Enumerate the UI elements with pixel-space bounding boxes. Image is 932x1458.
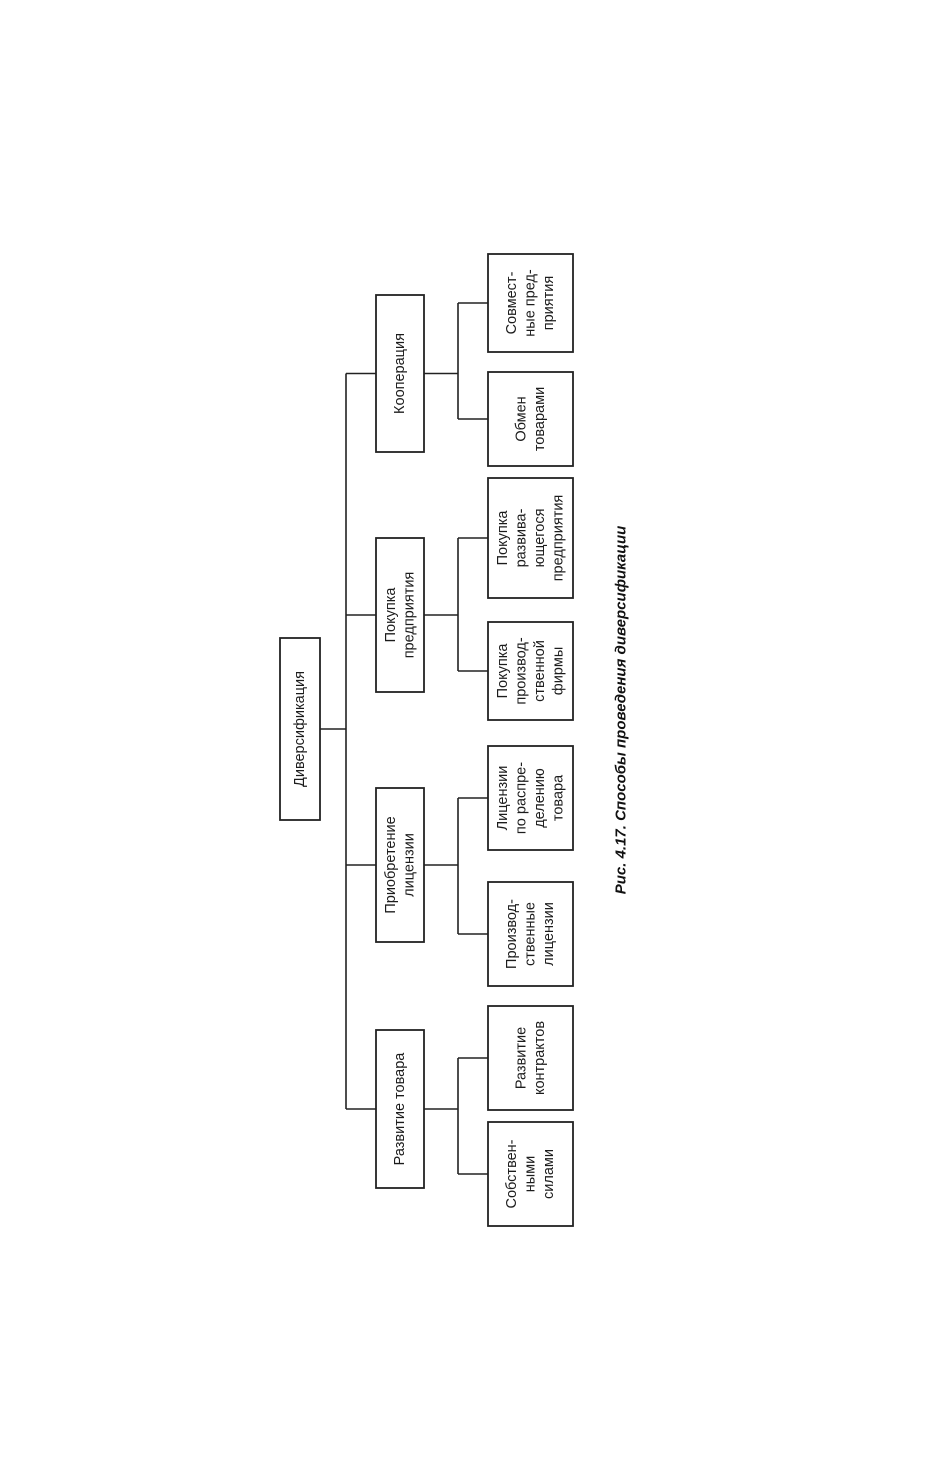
- node-label-line: Развитие: [513, 1027, 529, 1089]
- node-label-line: Производ-: [504, 899, 520, 969]
- node-label-line: ственной: [532, 640, 548, 702]
- node-box: [487, 253, 574, 353]
- node-box: [487, 477, 574, 599]
- node-label-line: Развитие товара: [392, 1052, 408, 1166]
- node-box: [375, 537, 425, 693]
- node-box: [487, 371, 574, 467]
- node-box: [279, 637, 321, 821]
- node-label-line: лицензии: [401, 833, 417, 897]
- node-label-line: Покупка: [495, 510, 511, 566]
- node-label-line: Обмен: [513, 396, 529, 441]
- node-box: [487, 745, 574, 851]
- node-box: [487, 1005, 574, 1111]
- node-label-line: предприятия: [550, 495, 566, 582]
- node-label-line: товара: [550, 774, 566, 821]
- figure-caption: Рис. 4.17. Способы проведения диверсифик…: [613, 526, 630, 895]
- connector-lines: [320, 302, 488, 1175]
- node-label-line: Кооперация: [392, 333, 408, 414]
- node-box: [487, 621, 574, 721]
- node-label-line: ственные: [523, 902, 539, 966]
- node-label-line: делению: [532, 768, 548, 828]
- node-label-line: по распре-: [513, 762, 529, 834]
- node-label-line: Совмест-: [504, 271, 520, 334]
- node-label-line: Собствен-: [504, 1139, 520, 1208]
- node-label-line: фирмы: [550, 647, 566, 695]
- node-label-line: Приобретение: [383, 816, 399, 913]
- node-label-line: ные пред-: [523, 269, 539, 337]
- node-label-line: лицензии: [541, 902, 557, 966]
- node-root: Диверсификация: [279, 637, 321, 821]
- node-b4c2: Совмест-ные пред-приятия: [487, 253, 574, 353]
- node-box: [375, 294, 425, 453]
- node-b4: Кооперация: [375, 294, 425, 453]
- node-label-line: предприятия: [401, 572, 417, 659]
- node-box: [375, 1029, 425, 1189]
- node-label-line: Покупка: [383, 587, 399, 643]
- node-label-line: ными: [523, 1156, 539, 1193]
- node-box: [375, 787, 425, 943]
- node-label-line: ющегося: [532, 509, 548, 568]
- node-label-line: силами: [541, 1149, 557, 1199]
- node-label-line: Покупка: [495, 643, 511, 699]
- node-box: [487, 881, 574, 987]
- node-label-line: производ-: [513, 637, 529, 704]
- node-label-line: Лицензии: [495, 766, 511, 831]
- node-label-line: Диверсификация: [292, 671, 308, 787]
- node-label-line: приятия: [541, 276, 557, 330]
- node-label-line: товарами: [532, 387, 548, 451]
- node-box: [487, 1121, 574, 1227]
- node-label-line: контрактов: [532, 1021, 548, 1095]
- node-label-line: развива-: [513, 508, 529, 567]
- node-b1: Развитие товара: [375, 1029, 425, 1189]
